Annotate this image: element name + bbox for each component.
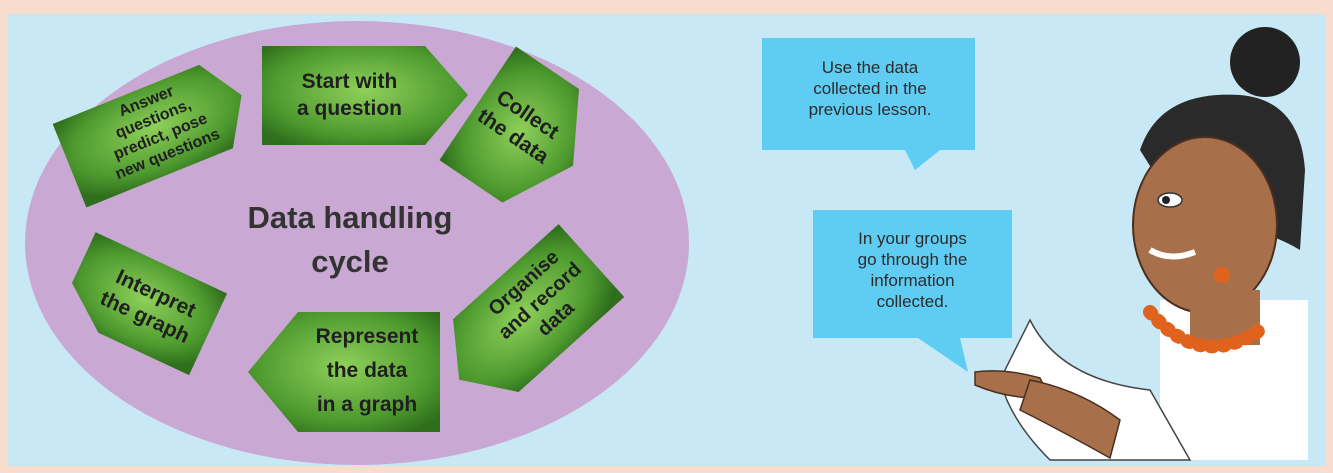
arrow-represent-data xyxy=(248,312,440,432)
cycle-title-line1: Data handling xyxy=(247,200,453,235)
teacher-illustration xyxy=(974,27,1308,461)
arrow-interpret-graph xyxy=(72,232,228,376)
speech-bubble-1 xyxy=(762,38,975,170)
step-represent-data: Represent the data in a graph xyxy=(315,325,419,416)
speech-bubble-2-text: In your groups go through the informatio… xyxy=(857,229,968,311)
cycle-title-line2: cycle xyxy=(311,244,389,279)
cycle-title: Data handling cycle xyxy=(205,196,495,284)
arrow-answer-questions xyxy=(52,64,242,208)
arrow-organise-record xyxy=(453,224,625,392)
arrow-start-with-question xyxy=(262,46,468,145)
speech-bubble-1-text: Use the data collected in the previous l… xyxy=(808,58,932,119)
arrow-collect-data xyxy=(439,46,580,203)
speech-bubble-2 xyxy=(813,210,1012,372)
step-start-with-question: Start with a question xyxy=(296,70,402,120)
